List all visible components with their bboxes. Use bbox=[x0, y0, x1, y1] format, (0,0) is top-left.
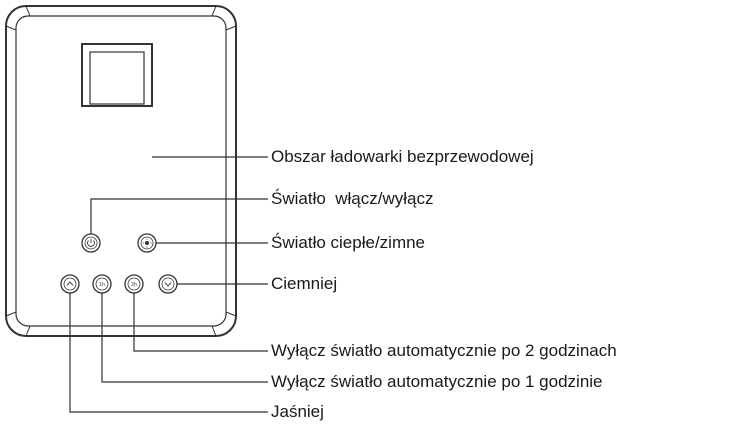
leader-brighter bbox=[69, 293, 268, 413]
power-icon bbox=[87, 240, 95, 247]
timer-1h-text: 1h bbox=[99, 282, 105, 288]
callout-light-on-off: Światło włącz/wyłącz bbox=[271, 189, 434, 208]
timer-2h-text: 2h bbox=[131, 282, 137, 288]
callout-auto-off-2h: Wyłącz światło automatycznie po 2 godzin… bbox=[271, 341, 617, 360]
sun-icon bbox=[145, 241, 149, 245]
dimmer-button[interactable] bbox=[158, 274, 178, 294]
leader-lines bbox=[69, 156, 268, 413]
chevron-up-icon bbox=[66, 281, 74, 286]
leader-light-on-off bbox=[90, 198, 268, 234]
device-body-inner bbox=[15, 15, 227, 327]
top-window bbox=[81, 43, 153, 107]
power-button[interactable] bbox=[81, 233, 101, 253]
callout-wireless-charger: Obszar ładowarki bezprzewodowej bbox=[271, 147, 534, 166]
callout-dimmer: Ciemniej bbox=[271, 274, 338, 293]
device-body-outer bbox=[5, 5, 237, 337]
warm-cold-button[interactable] bbox=[137, 233, 157, 253]
timer-2h-button[interactable]: 2h bbox=[124, 274, 144, 294]
leader-auto-off-1h bbox=[101, 293, 268, 383]
callout-auto-off-1h: Wyłącz światło automatycznie po 1 godzin… bbox=[271, 372, 603, 391]
callout-warm-cold: Światło ciepłe/zimne bbox=[271, 233, 426, 252]
chevron-down-icon bbox=[164, 282, 172, 287]
timer-1h-button[interactable]: 1h bbox=[92, 274, 112, 294]
leader-auto-off-2h bbox=[133, 293, 268, 352]
brighter-button[interactable] bbox=[60, 274, 80, 294]
top-window-inner bbox=[89, 51, 145, 105]
callout-brighter: Jaśniej bbox=[271, 402, 324, 421]
